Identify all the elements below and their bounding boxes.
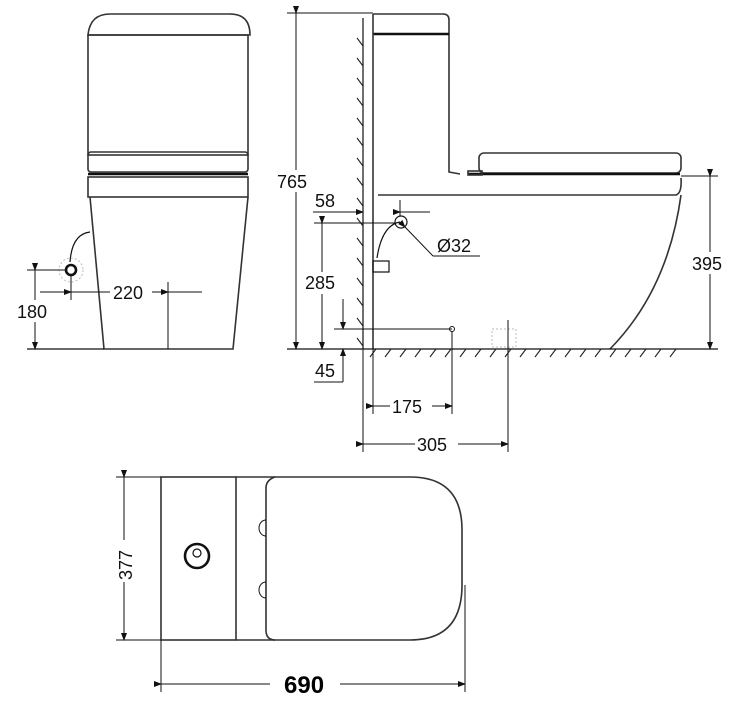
side-inlet-ring — [394, 215, 408, 229]
dim-180-bg — [14, 300, 50, 322]
dim-dia32-label: Ø32 — [437, 236, 471, 256]
dim-690-label: 690 — [284, 672, 324, 699]
dim-395-label: 395 — [692, 254, 722, 274]
front-tank-body — [87, 34, 249, 156]
front-bowl — [89, 196, 249, 350]
top-seat — [265, 476, 463, 641]
dim-285-bg — [304, 272, 342, 294]
front-seat-lid — [87, 151, 249, 173]
side-inlet-hose — [376, 221, 401, 259]
dia-leader — [397, 219, 434, 257]
front-seat-ring — [87, 176, 249, 198]
hinge-icon-top — [258, 519, 267, 537]
dim-765-label: 765 — [277, 172, 307, 192]
dim-45-label: 45 — [315, 361, 335, 381]
dim-377-bg — [114, 540, 136, 582]
dim-305-label: 305 — [417, 435, 447, 455]
wall-hatch — [356, 37, 364, 347]
hinge-icon-bottom — [258, 581, 267, 599]
dim-220-label: 220 — [113, 283, 143, 303]
front-inlet-valve — [64, 263, 78, 277]
flush-button-icon — [183, 542, 211, 570]
front-tank-lid — [87, 13, 251, 36]
side-seat-lid — [478, 152, 682, 174]
dim-58-label: 58 — [315, 191, 335, 211]
dim-395-bg — [690, 252, 732, 274]
dim-377-label: 377 — [116, 550, 136, 580]
floor-hatch — [369, 348, 677, 358]
side-tank — [373, 13, 461, 175]
dim-765-bg — [276, 170, 316, 192]
front-view: 180 220 — [14, 13, 251, 350]
top-view: 377 690 — [114, 470, 466, 699]
side-hinge — [467, 170, 483, 176]
side-valve — [372, 260, 390, 273]
side-view: Ø32 765 58 285 45 175 305 — [276, 6, 732, 455]
outlet-ghost — [491, 328, 517, 348]
dim-180-label: 180 — [17, 302, 47, 322]
dim-175-label: 175 — [392, 397, 422, 417]
flush-button-inner — [192, 548, 202, 558]
dim-285-label: 285 — [305, 273, 335, 293]
side-bowl — [378, 177, 682, 350]
front-inlet-hose — [69, 231, 91, 263]
top-tank — [160, 476, 237, 641]
